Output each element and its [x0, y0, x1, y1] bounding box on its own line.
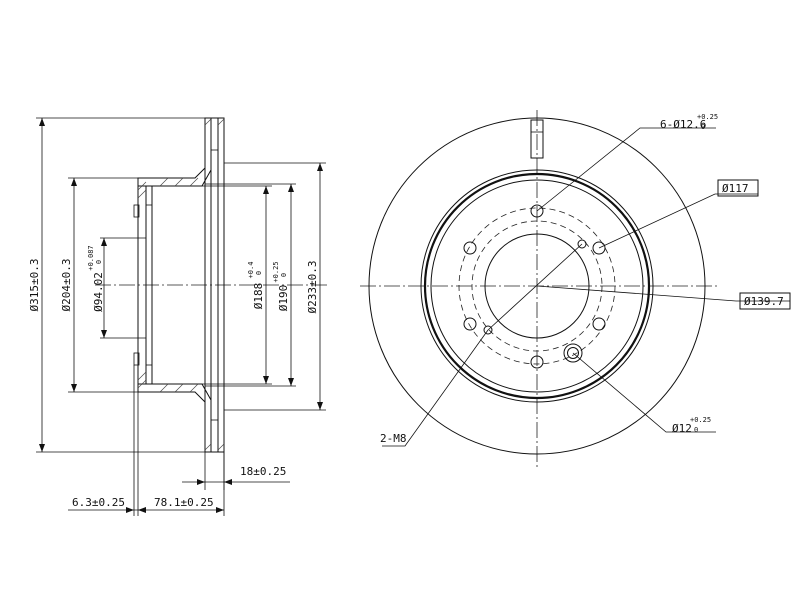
thread-holes: [483, 239, 587, 335]
friction-inner-edge: [420, 169, 654, 403]
dim-d94-tol-upper: +0.087: [87, 245, 95, 270]
hole-12: [563, 343, 583, 363]
balance-slot: [530, 119, 544, 159]
dim-d188-tol-upper: +0.4: [247, 262, 255, 279]
hole-12-outer: [563, 343, 583, 363]
stud-hole-top: [530, 204, 544, 218]
holes-tol-upper: +0.25: [697, 113, 718, 121]
dim-t18-label: 18±0.25: [240, 465, 286, 478]
dim-d190-tol-lower: 0: [280, 273, 288, 277]
dim-d233: Ø233±0.3: [224, 162, 326, 411]
hole12-tol-upper: +0.25: [690, 416, 711, 424]
dim-t6: 6.3±0.25: [68, 365, 146, 516]
dim-d190-label: Ø190: [277, 285, 290, 312]
holes-tol-lower: 0: [701, 123, 705, 131]
dim-t6-label: 6.3±0.25: [72, 496, 125, 509]
dim-d315: Ø315±0.3: [28, 117, 205, 453]
dim-d190: Ø190 +0.25 0: [205, 183, 296, 387]
section-hatching: [137, 118, 225, 451]
stud-hole-upper-right: [592, 241, 606, 255]
dim-d188-tol-lower: 0: [255, 271, 263, 275]
leader-lines: [382, 127, 790, 447]
dim-d315-label: Ø315±0.3: [28, 259, 41, 312]
hat-outer-wall: [423, 172, 651, 400]
thread-hole-upper: [577, 239, 587, 249]
pcd-117-circle: [471, 220, 603, 352]
pcd-139-circle: [458, 207, 616, 365]
front-view: 6-Ø12.6 +0.25 0 Ø117 Ø139.7 2-M8 Ø12 +0.…: [360, 110, 791, 470]
stud-hole-lower-left: [463, 317, 477, 331]
disc-outer-edge: [368, 117, 706, 455]
dim-d204: Ø204±0.3: [60, 177, 138, 393]
pcd139-label: Ø139.7: [744, 295, 784, 308]
pcd117-frame: [717, 179, 759, 197]
dim-d188: Ø188 +0.4 0: [202, 185, 272, 385]
stud-hole-bottom: [530, 355, 544, 369]
side-section-view: Ø315±0.3 Ø204±0.3 Ø94.02 +0.087 0: [28, 117, 330, 516]
dim-d94-tol-lower: 0: [95, 260, 103, 264]
hole-12-inner: [567, 347, 579, 359]
friction-ring-section: [204, 117, 225, 453]
dim-t18: 18±0.25: [182, 452, 290, 490]
thread-label: 2-M8: [380, 432, 407, 445]
stud-markers: [100, 204, 146, 366]
dim-d94: Ø94.02 +0.087 0: [87, 238, 107, 338]
hat-profile-section: [137, 167, 212, 403]
stud-hole-lower-right: [592, 317, 606, 331]
dim-d204-label: Ø204±0.3: [60, 259, 73, 312]
dim-t78: 78.1±0.25: [138, 452, 225, 516]
hole12-tol-lower: 0: [694, 426, 698, 434]
dim-d188-label: Ø188: [252, 283, 265, 310]
holes-label: 6-Ø12.6: [660, 118, 706, 131]
dim-d94-label: Ø94.02: [92, 272, 105, 312]
pcd139-frame: [739, 292, 791, 310]
dim-d190-tol-upper: +0.25: [272, 261, 280, 282]
hole12-label: Ø12: [672, 422, 692, 435]
dim-d233-label: Ø233±0.3: [306, 261, 319, 314]
centre-bore: [484, 233, 590, 339]
thread-hole-lower: [483, 325, 493, 335]
stud-holes: [463, 204, 606, 369]
pcd117-label: Ø117: [722, 182, 749, 195]
dim-t78-label: 78.1±0.25: [154, 496, 214, 509]
hat-inner-wall: [430, 179, 644, 393]
stud-hole-upper-left: [463, 241, 477, 255]
